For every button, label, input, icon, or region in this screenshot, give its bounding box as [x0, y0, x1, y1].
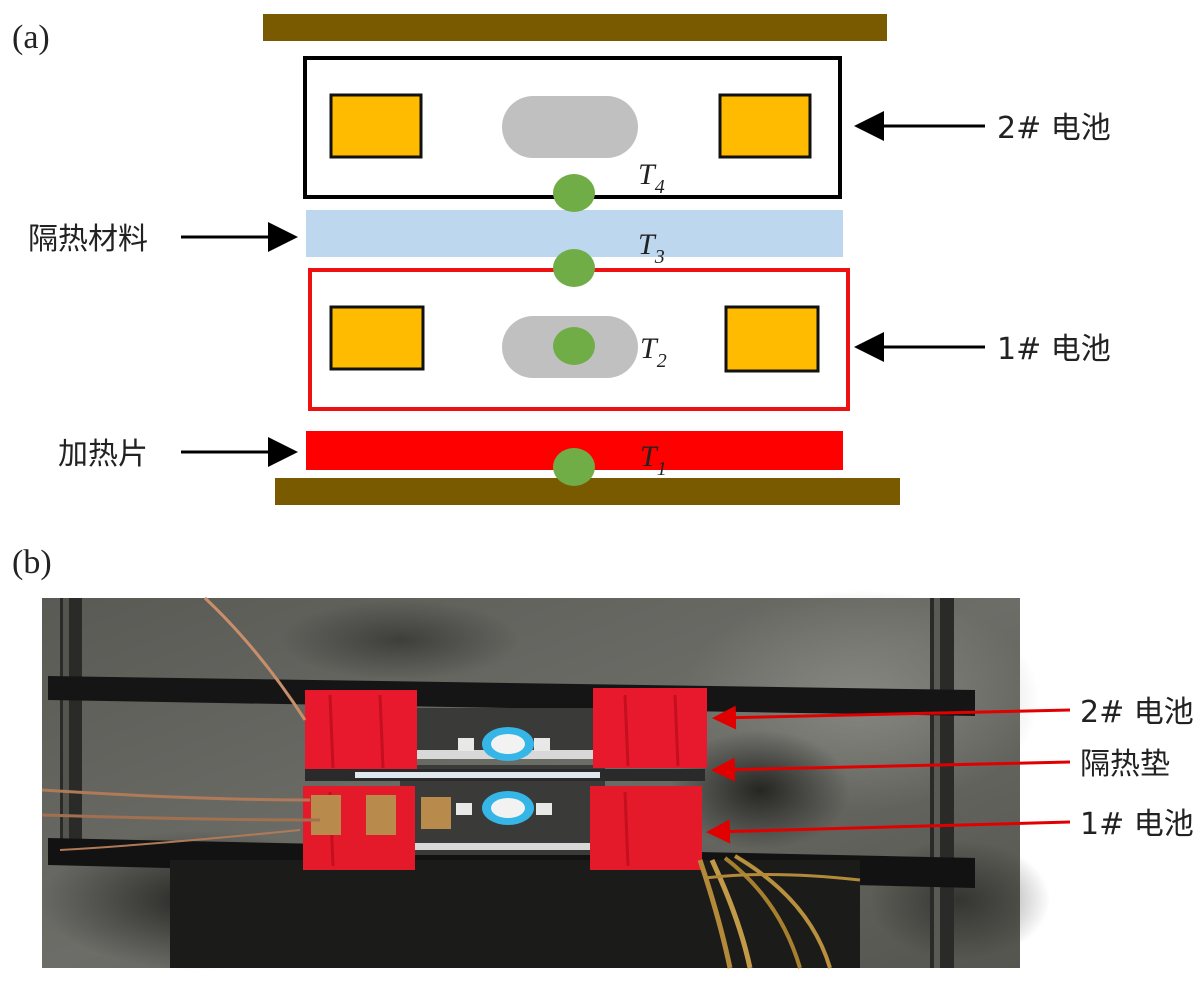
bottom-clamp-plate [275, 478, 900, 505]
sensor-t3-dot [553, 249, 595, 287]
battery-2-left-terminal [329, 93, 423, 159]
b-battery-2-label: 2# 电池 [1080, 695, 1194, 730]
panel-a-label: (a) [12, 19, 50, 56]
heater-label: 加热片 [58, 437, 148, 472]
sensor-t4-label: T4 [638, 158, 665, 198]
sensor-t4-dot [553, 174, 595, 212]
battery-2-right-terminal [718, 93, 812, 159]
top-clamp-plate [263, 14, 887, 41]
b-battery-1-arrow [706, 819, 1071, 844]
sensor-t1-label: T1 [640, 440, 667, 480]
insulation-label: 隔热材料 [28, 222, 148, 257]
sensor-t1-dot [553, 448, 595, 486]
battery-2-vent [502, 96, 638, 158]
test-rig-photo [40, 590, 1050, 970]
battery-1-label: 1# 电池 [997, 332, 1111, 367]
b-battery-2-arrow [712, 705, 1071, 730]
b-insulation-pad-arrow [711, 757, 1071, 782]
battery-1-left-terminal [329, 305, 425, 371]
panel-b-label: (b) [12, 544, 52, 581]
sensor-t2-dot [553, 327, 595, 365]
battery-2-label: 2# 电池 [997, 111, 1111, 146]
sensor-t2-label: T2 [640, 332, 667, 372]
battery-1-right-terminal [724, 305, 820, 373]
b-insulation-pad-label: 隔热垫 [1080, 747, 1170, 782]
b-battery-1-label: 1# 电池 [1080, 807, 1194, 842]
sensor-t3-label: T3 [638, 228, 665, 268]
